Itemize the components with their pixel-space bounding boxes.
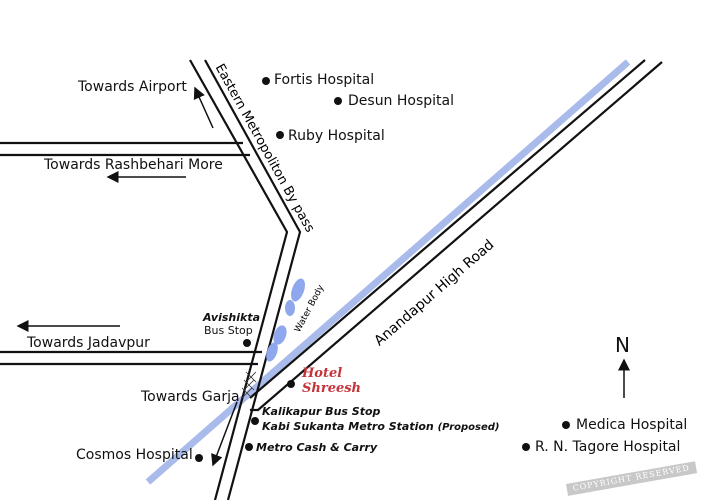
garja-arrow-icon — [211, 401, 238, 467]
jadavpur-road — [0, 350, 262, 366]
label-towards-airport: Towards Airport — [78, 79, 187, 95]
ruby-marker — [276, 131, 284, 139]
rashbehari-road — [0, 141, 250, 157]
kabi-sukanta-name: Kabi Sukanta Metro Station — [262, 420, 434, 433]
metro-line — [145, 59, 631, 485]
metro-cash-marker — [245, 443, 253, 451]
label-avishikta: Avishikta — [203, 311, 260, 324]
label-fortis: Fortis Hospital — [274, 72, 375, 88]
label-towards-rashbehari: Towards Rashbehari More — [44, 157, 223, 173]
compass-north: N — [615, 333, 630, 357]
label-ruby: Ruby Hospital — [288, 128, 385, 144]
avishikta-marker — [243, 339, 251, 347]
label-metro-cash: Metro Cash & Carry — [256, 441, 378, 454]
cosmos-marker — [195, 454, 203, 462]
label-avishikta-bus-stop: Bus Stop — [204, 324, 253, 337]
hotel-marker — [287, 380, 295, 388]
label-kalikapur: Kalikapur Bus Stop — [262, 405, 381, 418]
rn-tagore-marker — [522, 443, 530, 451]
label-kabi-sukanta: Kabi Sukanta Metro Station (Proposed) — [262, 421, 500, 433]
crossing-hatch — [241, 371, 257, 399]
airport-arrow-icon — [193, 86, 214, 129]
label-medica: Medica Hospital — [576, 417, 688, 433]
eastern-bypass-road — [189, 59, 302, 500]
label-cosmos: Cosmos Hospital — [76, 447, 193, 463]
proposed-tag: (Proposed) — [437, 422, 500, 433]
hotel-line1: Hotel — [302, 366, 343, 381]
anandapur-high-road — [249, 59, 663, 412]
fortis-marker — [262, 77, 270, 85]
label-rn-tagore: R. N. Tagore Hospital — [535, 439, 681, 455]
kalikapur-marker — [251, 417, 259, 425]
label-desun: Desun Hospital — [348, 93, 455, 109]
water-body-shape — [266, 278, 305, 362]
hotel-line2: Shreesh — [302, 380, 362, 396]
desun-marker — [334, 97, 342, 105]
label-towards-jadavpur: Towards Jadavpur — [27, 335, 150, 351]
label-towards-garja: Towards Garja — [141, 389, 240, 405]
medica-marker — [562, 421, 570, 429]
